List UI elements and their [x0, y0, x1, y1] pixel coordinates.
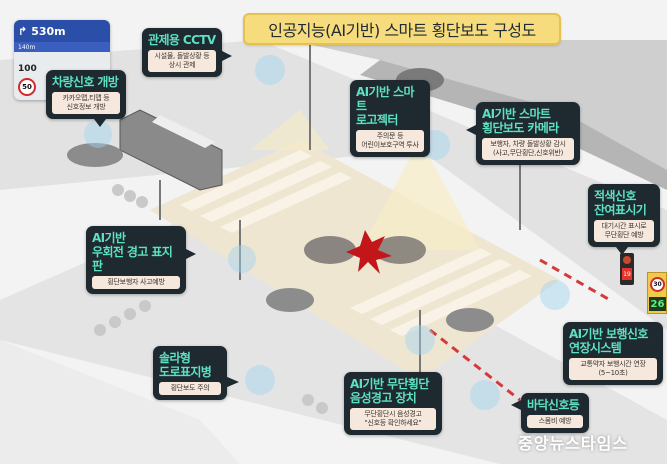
- callout-right-turn-sign: AI기반 우회전 경고 표지판 횡단보행자 사고예방: [86, 226, 196, 294]
- nav-sub-distance: 140m: [18, 43, 36, 51]
- callout-tail: [184, 248, 196, 260]
- callout-red-signal-timer: 적색신호 잔여표시기 대기시간 표시로 무단횡단 예방: [588, 184, 660, 255]
- right-turn-sign-glow: [228, 245, 256, 273]
- callout-jaywalk-voice-warning: AI기반 무단횡단 음성경고 장치 무단횡단시 음성경고 "신호등 확인하세요": [344, 372, 442, 435]
- nav-header: ↱ 530m: [14, 20, 110, 42]
- callout-heading: 솔라형 도로표지병: [159, 351, 212, 379]
- signal-countdown: 19: [622, 268, 632, 280]
- callout-cctv: 관제용 CCTV 시설물, 돌발상황 등 상시 관제: [142, 28, 232, 77]
- callout-description: 시설물, 돌발상황 등 상시 관제: [148, 50, 216, 72]
- ped-signal-glow: [540, 280, 570, 310]
- callout-heading: 바닥신호등: [527, 398, 580, 412]
- speed-countdown-sign: 30 26: [647, 272, 667, 314]
- callout-description: 교통약자 보행시간 연장 (5~10초): [569, 358, 657, 380]
- callout-heading: 적색신호 잔여표시기: [594, 189, 647, 217]
- callout-heading: AI기반 스마트 로고젝터: [356, 85, 414, 127]
- callout-ped-signal-extension: AI기반 보행신호 연장시스템 교통약자 보행시간 연장 (5~10초): [563, 322, 663, 385]
- cctv-glow: [255, 55, 285, 85]
- turn-right-arrow-icon: ↱: [18, 24, 28, 38]
- voice-warning-glow: [405, 325, 435, 355]
- red-pedestrian-lamp-icon: [623, 256, 631, 264]
- callout-description: 대기시간 표시로 무단횡단 예방: [594, 220, 654, 242]
- callout-heading: 관제용 CCTV: [148, 33, 216, 47]
- callout-description: 주의문 등 어린이보호구역 투사: [356, 130, 424, 152]
- callout-description: 무단횡단시 음성경고 "신호등 확인하세요": [350, 408, 436, 430]
- callout-heading: 차량신호 개방: [52, 75, 119, 89]
- callout-description: 스몸비 예방: [527, 415, 583, 428]
- callout-tail: [225, 376, 239, 388]
- callout-heading: AI기반 보행신호 연장시스템: [569, 327, 648, 355]
- nav-distance: 530m: [31, 24, 66, 38]
- callout-description: 횡단보도 주의: [159, 382, 221, 395]
- speed-limit-icon: 50: [18, 78, 36, 96]
- callout-vehicle-signal: 차량신호 개방 카카오맵,티맵 등 신호정보 개방: [46, 70, 126, 127]
- callout-tail: [220, 50, 232, 62]
- pedestrian-traffic-light: 19: [620, 253, 634, 285]
- callout-tail: [94, 119, 106, 127]
- sign-countdown: 26: [649, 297, 666, 311]
- callout-description: 카카오맵,티맵 등 신호정보 개방: [52, 92, 120, 114]
- callout-heading: AI기반 무단횡단 음성경고 장치: [350, 377, 429, 405]
- nav-remaining: 100: [18, 64, 37, 74]
- callout-heading: AI기반 우회전 경고 표지판: [92, 231, 173, 273]
- diagram-title: 인공지능(AI기반) 스마트 횡단보도 구성도: [243, 13, 561, 45]
- speed-limit-icon: 30: [650, 277, 665, 292]
- floor-signal-glow: [470, 380, 500, 410]
- callout-tail: [511, 399, 523, 411]
- callout-logo-projector: AI기반 스마트 로고젝터 주의문 등 어린이보호구역 투사: [350, 80, 430, 157]
- nav-subbar: 140m: [14, 42, 110, 52]
- callout-tail: [466, 124, 478, 136]
- callout-description: 횡단보행자 사고예방: [92, 276, 180, 289]
- callout-tail: [616, 247, 628, 255]
- road-stud-glow: [245, 365, 275, 395]
- publisher-watermark: 중앙뉴스타임스: [518, 434, 629, 453]
- callout-smart-camera: AI기반 스마트 횡단보도 카메라 보행자, 차량 돌발상황 감시 (사고,무단…: [466, 102, 580, 165]
- callout-heading: AI기반 스마트 횡단보도 카메라: [482, 107, 559, 135]
- callout-description: 보행자, 차량 돌발상황 감시 (사고,무단횡단,신호위반): [482, 138, 574, 160]
- callout-solar-road-stud: 솔라형 도로표지병 횡단보도 주의: [153, 346, 239, 400]
- callout-floor-signal: 바닥신호등 스몸비 예방: [511, 393, 589, 433]
